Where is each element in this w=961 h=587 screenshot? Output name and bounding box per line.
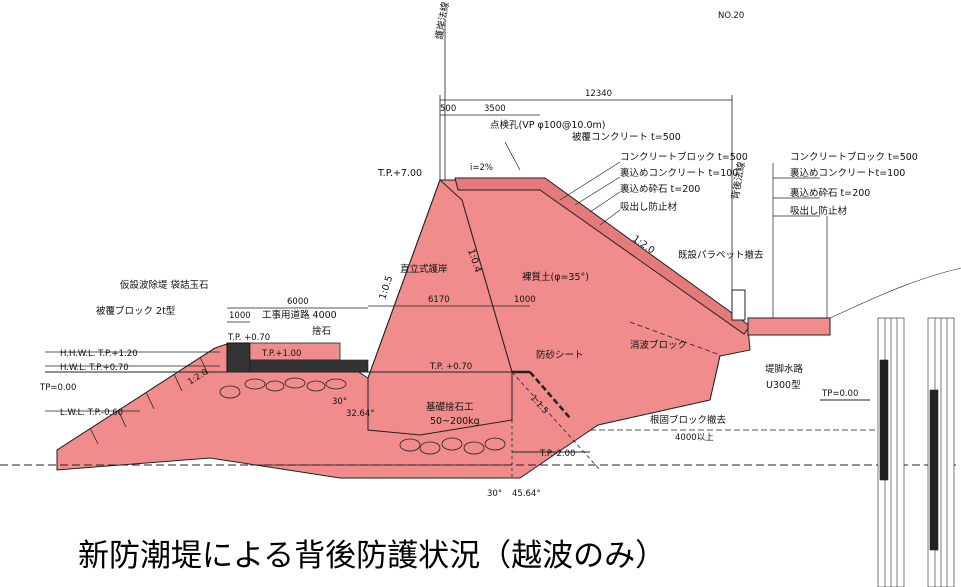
anti-suction-left-label: 吸出し防止材 bbox=[620, 201, 678, 213]
backfill-gravel-left-label: 裏込め砕石 t=200 bbox=[620, 183, 700, 195]
upright-wall-label: 直立式護岸 bbox=[400, 263, 448, 275]
foundation-weight-label: 50~200kg bbox=[430, 416, 480, 427]
dim-6000: 6000 bbox=[287, 297, 309, 307]
backfill-concrete-left-label: 裏込めコンクリート t=100 bbox=[620, 167, 738, 179]
dim-1000-right: 1000 bbox=[514, 295, 536, 305]
drain-ditch-label: 堤脚水路 bbox=[765, 363, 804, 375]
tp-700-label: T.P.+7.00 bbox=[377, 168, 422, 179]
slope-105-label: 1:0.5 bbox=[377, 274, 395, 301]
dim-3500: 3500 bbox=[484, 104, 506, 114]
interior-lines bbox=[250, 179, 721, 478]
seaward-fill bbox=[367, 179, 513, 436]
armor-block-label: 被覆ブロック 2t型 bbox=[96, 305, 176, 317]
backfill-concrete-right-label: 裏込めコンクリートt=100 bbox=[790, 167, 905, 179]
backfill-gravel-right-label: 裏込め砕石 t=200 bbox=[790, 187, 870, 199]
anti-suction-right-label: 吸出し防止材 bbox=[790, 205, 848, 217]
boring-logs bbox=[829, 267, 961, 587]
tp-m200-label: T.P.-2.00 bbox=[539, 449, 575, 459]
rubble-block bbox=[226, 342, 251, 373]
dim-6170: 6170 bbox=[428, 295, 450, 305]
tp-100-label: T.P.+1.00 bbox=[261, 349, 301, 359]
riprap-label: 捨石 bbox=[312, 325, 331, 337]
foundation-rubble bbox=[219, 377, 506, 455]
concrete-cover bbox=[454, 177, 751, 335]
wave-block-label: 消波ブロック bbox=[630, 339, 687, 351]
sand-sheet-label: 防砂シート bbox=[536, 349, 584, 361]
design-line-label: 護岸法線 bbox=[433, 1, 452, 41]
concrete-block-right-label: コンクリートブロック t=500 bbox=[790, 151, 918, 163]
angle-4564-label: 45.64° bbox=[512, 489, 541, 499]
dimension-lines bbox=[227, 20, 733, 323]
concrete-block-left-label: コンクリートブロック t=500 bbox=[620, 151, 748, 163]
tp-070-small-label: T.P. +0.70 bbox=[227, 333, 270, 343]
lwl-label: L.W.L. T.P.-0.60 bbox=[60, 408, 123, 418]
riprap-band bbox=[249, 359, 369, 373]
cover-concrete-label: 被覆コンクリート t=500 bbox=[572, 131, 681, 143]
leader-lines bbox=[504, 141, 828, 318]
work-road-label: 工事用道路 4000 bbox=[262, 309, 337, 321]
drain-ditch-shape bbox=[747, 317, 831, 336]
tp-000-left-label: TP=0.00 bbox=[39, 383, 76, 393]
top-right-note: NO.20 bbox=[718, 11, 744, 21]
inspection-hole-label: 点検孔(VP φ100@10.0m) bbox=[490, 119, 605, 131]
slope-marker-label: i=2% bbox=[470, 163, 493, 173]
angle-3264-label: 32.64° bbox=[346, 409, 375, 419]
tp-070-label: T.P. +0.70 bbox=[429, 362, 472, 372]
armor-block-slope bbox=[56, 347, 216, 451]
foundation-label: 基礎捨石工 bbox=[426, 401, 474, 413]
angle-30b-label: 30° bbox=[487, 489, 502, 499]
hhwl-label: H.H.W.L. T.P.+1.20 bbox=[60, 349, 138, 359]
caption: 新防潮堤による背後防護状況（越波のみ） bbox=[78, 538, 667, 574]
angle-30-label: 30° bbox=[332, 397, 347, 407]
rubble-removal-label: 根固ブロック撤去 bbox=[650, 414, 727, 426]
ditch-type-label: U300型 bbox=[766, 380, 801, 391]
parapet bbox=[731, 289, 746, 321]
sand-fill-label: 裸質土(φ=35°) bbox=[522, 271, 589, 283]
temp-wave-bank-label: 仮設波除堤 袋詰玉石 bbox=[120, 279, 209, 291]
dim-12340: 12340 bbox=[585, 89, 612, 99]
parapet-removal-label: 既設パラペット撤去 bbox=[678, 249, 764, 261]
tp-000-right-label: TP=0.00 bbox=[821, 389, 858, 399]
small-note-label: 4000以上 bbox=[675, 433, 714, 443]
hwl-label: H.W.L. T.P.+0.70 bbox=[60, 363, 129, 373]
dim-500: 500 bbox=[440, 104, 456, 114]
dim-1000-left: 1000 bbox=[229, 311, 251, 321]
